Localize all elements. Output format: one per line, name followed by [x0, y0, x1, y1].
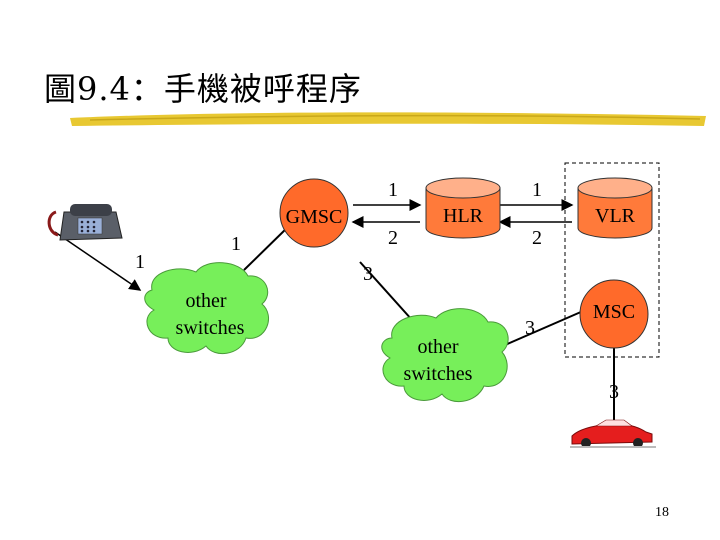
cloud-mid-line1: other	[417, 336, 458, 358]
gmsc-label: GMSC	[286, 206, 343, 228]
car-icon	[570, 419, 656, 448]
step-msc-to-car: 3	[609, 381, 619, 403]
step-phone-to-cloud: 1	[135, 251, 145, 273]
step-gmsc-to-hlr: 1	[388, 179, 398, 201]
title-underline	[70, 112, 706, 126]
step-vlr-to-hlr: 2	[532, 227, 542, 249]
cloud-left-line1: other	[185, 290, 226, 312]
gmsc-node	[279, 178, 349, 248]
hlr-database	[425, 177, 501, 239]
vlr-label: VLR	[595, 205, 636, 227]
cloud-mid-line2: switches	[404, 363, 473, 385]
telephone-icon	[47, 204, 123, 241]
hlr-label: HLR	[443, 205, 484, 227]
step-gmsc-to-cloud: 3	[363, 263, 373, 285]
cloud-other-switches-left	[144, 262, 270, 354]
cloud-other-switches-mid	[381, 308, 509, 402]
signal-arrows	[54, 199, 574, 291]
vlr-msc-boundary	[564, 162, 660, 358]
vlr-database	[577, 177, 653, 239]
step-cloud-to-msc: 3	[525, 317, 535, 339]
page-title: 圖9.4：手機被呼程序	[44, 70, 362, 108]
step-cloud-to-gmsc: 1	[231, 233, 241, 255]
step-hlr-to-vlr: 1	[532, 179, 542, 201]
msc-node	[579, 279, 649, 349]
cloud-left-line2: switches	[176, 317, 245, 339]
page-number: 18	[655, 505, 669, 520]
step-hlr-to-gmsc: 2	[388, 227, 398, 249]
msc-label: MSC	[593, 301, 635, 323]
